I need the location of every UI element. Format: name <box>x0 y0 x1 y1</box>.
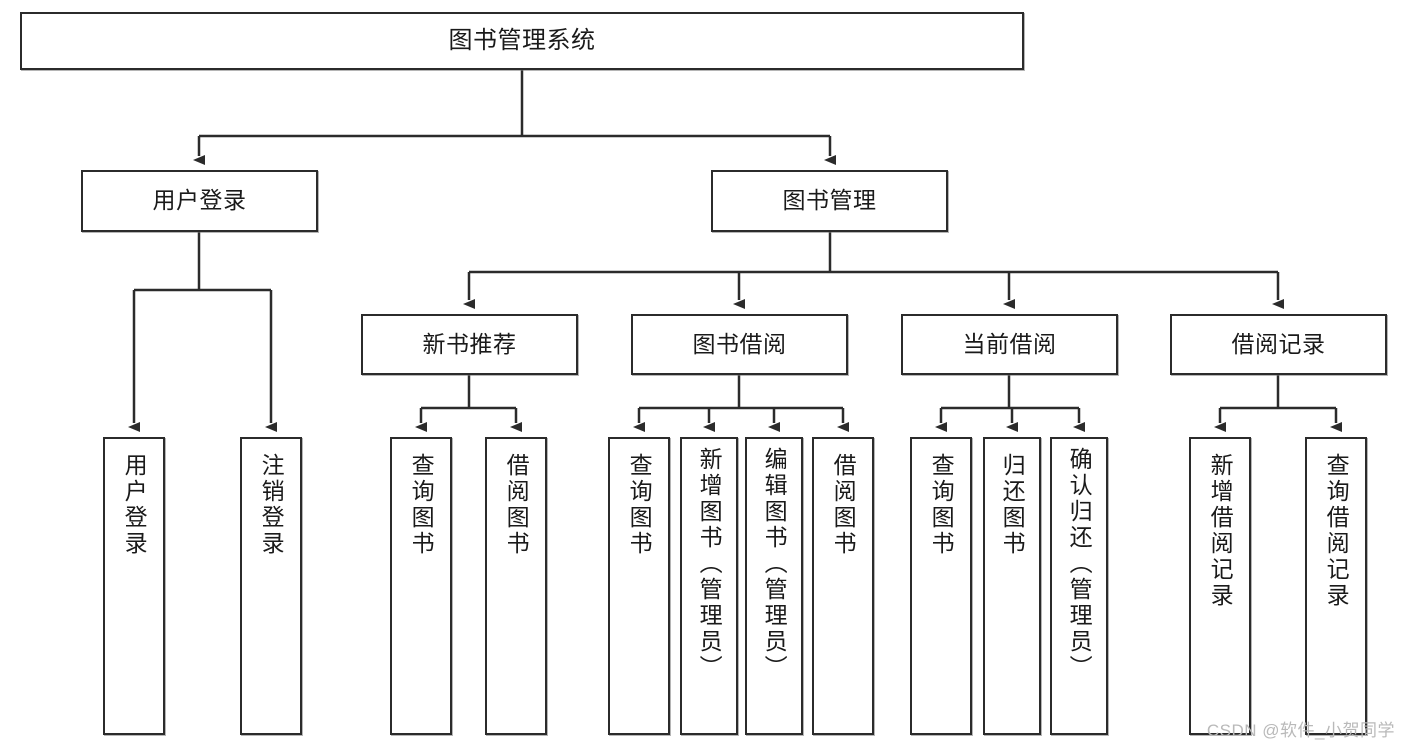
node-new-book-rec[interactable]: 新书推荐 <box>361 314 578 375</box>
node-leaf-user-login-label: 用户登录 <box>121 453 148 557</box>
node-leaf-cur-return[interactable]: 归还图书 <box>983 437 1041 735</box>
node-book-manage[interactable]: 图书管理 <box>711 170 948 232</box>
node-leaf-rec-search-label: 查询借阅记录 <box>1323 453 1350 609</box>
node-current-borrow-label: 当前借阅 <box>962 330 1057 357</box>
node-book-borrow-label: 图书借阅 <box>692 330 787 357</box>
node-leaf-cur-return-label: 归还图书 <box>999 453 1026 557</box>
node-leaf-cur-confirm[interactable]: 确认归还（管理员） <box>1050 437 1108 735</box>
node-leaf-borrow-lend-label: 借阅图书 <box>830 453 857 557</box>
node-borrow-record-label: 借阅记录 <box>1231 330 1326 357</box>
watermark-text: CSDN @软件_小贺同学 <box>1206 721 1395 740</box>
node-leaf-cur-query[interactable]: 查询图书 <box>910 437 972 735</box>
node-leaf-borrow-query-label: 查询图书 <box>626 453 653 557</box>
node-leaf-rec-search[interactable]: 查询借阅记录 <box>1305 437 1367 735</box>
node-leaf-rec-add[interactable]: 新增借阅记录 <box>1189 437 1251 735</box>
node-user-login[interactable]: 用户登录 <box>81 170 318 232</box>
node-borrow-record[interactable]: 借阅记录 <box>1170 314 1387 375</box>
node-new-book-rec-label: 新书推荐 <box>422 330 517 357</box>
node-book-borrow[interactable]: 图书借阅 <box>631 314 848 375</box>
node-leaf-rec-query[interactable]: 查询图书 <box>390 437 452 735</box>
node-leaf-cur-confirm-label: 确认归还（管理员） <box>1066 447 1093 681</box>
node-leaf-cur-query-label: 查询图书 <box>928 453 955 557</box>
node-leaf-user-logout-label: 注销登录 <box>258 453 285 557</box>
node-book-manage-label: 图书管理 <box>782 187 877 214</box>
node-user-login-label: 用户登录 <box>152 187 247 214</box>
node-root[interactable]: 图书管理系统 <box>20 12 1024 70</box>
node-current-borrow[interactable]: 当前借阅 <box>901 314 1118 375</box>
node-leaf-borrow-add[interactable]: 新增图书（管理员） <box>680 437 738 735</box>
node-leaf-borrow-edit-label: 编辑图书（管理员） <box>761 447 788 681</box>
node-leaf-rec-query-label: 查询图书 <box>408 453 435 557</box>
node-leaf-borrow-query[interactable]: 查询图书 <box>608 437 670 735</box>
node-leaf-borrow-edit[interactable]: 编辑图书（管理员） <box>745 437 803 735</box>
node-leaf-user-login[interactable]: 用户登录 <box>103 437 165 735</box>
node-leaf-rec-borrow[interactable]: 借阅图书 <box>485 437 547 735</box>
node-leaf-rec-add-label: 新增借阅记录 <box>1207 453 1234 609</box>
node-leaf-user-logout[interactable]: 注销登录 <box>240 437 302 735</box>
node-leaf-borrow-add-label: 新增图书（管理员） <box>696 447 723 681</box>
node-leaf-rec-borrow-label: 借阅图书 <box>503 453 530 557</box>
node-root-label: 图书管理系统 <box>448 26 596 54</box>
node-leaf-borrow-lend[interactable]: 借阅图书 <box>812 437 874 735</box>
